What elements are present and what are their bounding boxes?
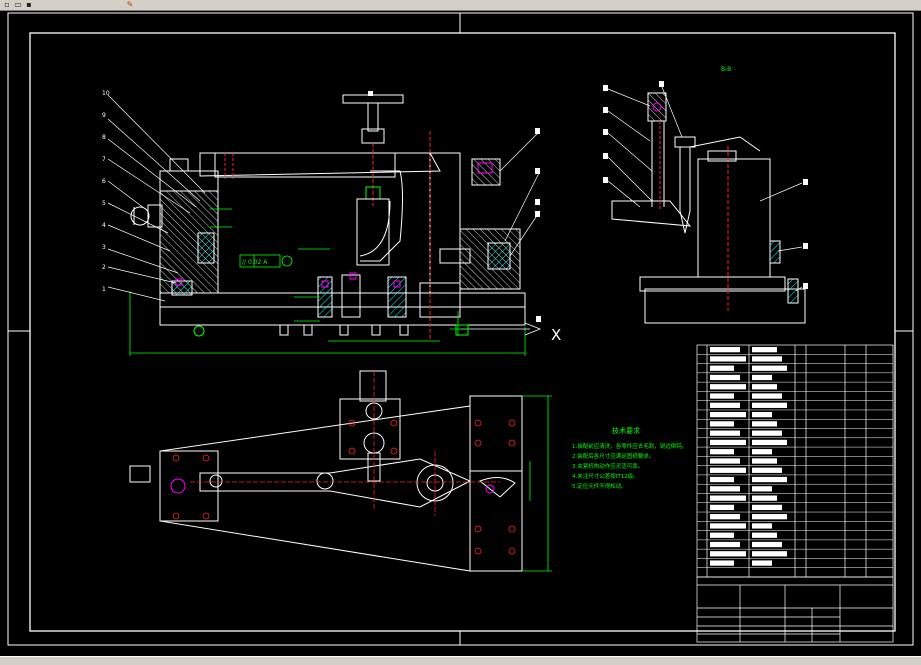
callout-6: 6 (102, 178, 106, 185)
parts-row-text-mark (752, 393, 782, 399)
note-line-4: 4.未注尺寸公差按IT12级。 (572, 472, 639, 480)
section-view (611, 92, 806, 324)
parts-row-text-mark (752, 374, 772, 381)
callout-leaders (107, 94, 541, 302)
parts-row-text-mark (752, 504, 782, 511)
parts-row-text-mark (710, 532, 734, 538)
parts-row-text-mark (710, 476, 734, 483)
parts-row-text-mark (710, 551, 746, 557)
section-view-leaders (607, 86, 803, 292)
note-line-5: 5.定位元件不得松动。 (572, 482, 627, 490)
notes-title: 技术要求 (612, 426, 640, 435)
parts-row-text-mark (752, 439, 787, 446)
parts-row-text-mark (710, 430, 740, 436)
title-block (696, 576, 894, 643)
parts-row-text-mark (752, 495, 777, 501)
note-line-2: 2.装配后各尺寸应满足图纸要求。 (572, 452, 654, 460)
callout-5: 5 (102, 200, 106, 207)
parts-row-text-mark (710, 347, 740, 353)
parts-list-rows (697, 347, 893, 568)
parts-row-text-mark (752, 523, 772, 529)
top-view-dimensions (522, 395, 552, 572)
parts-row-text-mark (752, 532, 777, 538)
parts-row-text-mark (752, 551, 787, 557)
section-view-label: B-B (721, 66, 731, 73)
toolbar: ▫ ▭ ▪ ✎ (0, 0, 921, 11)
callout-7: 7 (102, 156, 106, 163)
parts-row-text-mark (752, 486, 772, 492)
parts-row-text-mark (710, 504, 734, 511)
parts-row-text-mark (710, 365, 734, 371)
parts-row-text-mark (710, 384, 746, 390)
parts-row-text-mark (710, 356, 746, 362)
parts-row-text-mark (752, 411, 772, 418)
parts-row-text-mark (752, 458, 777, 464)
parts-row-text-mark (710, 523, 746, 529)
parts-row-text-mark (752, 476, 787, 483)
section-view-tags (603, 81, 808, 289)
callout-10: 10 (102, 90, 110, 97)
parts-row-text-mark (710, 449, 734, 455)
parts-row-text-mark (752, 421, 777, 427)
top-view-bolt-holes (172, 419, 516, 555)
drawing-frame (7, 12, 914, 646)
parts-row-text-mark (752, 430, 782, 436)
parts-row-text-mark (710, 486, 740, 492)
parts-row-text-mark (752, 384, 777, 390)
save-icon[interactable]: ▪ (26, 0, 32, 9)
x-axis-label: X (551, 326, 561, 344)
front-view-dimensions (129, 208, 526, 356)
parts-row-text-mark (710, 458, 740, 464)
parts-row-text-mark (710, 374, 740, 381)
parts-row-text-mark (752, 365, 787, 371)
parts-list-table (696, 344, 894, 578)
callout-8: 8 (102, 134, 106, 141)
brush-icon[interactable]: ✎ (126, 0, 134, 9)
callout-4: 4 (102, 222, 106, 229)
front-view (130, 94, 526, 341)
parts-row-text-mark (752, 560, 772, 566)
callout-9: 9 (102, 112, 106, 119)
front-view-tags (368, 91, 541, 322)
technical-notes: 技术要求 1.装配前应清洗，各零件应去毛刺，锐边倒钝。 2.装配后各尺寸应满足图… (572, 426, 687, 490)
parts-row-text-mark (710, 402, 740, 408)
callout-1: 1 (102, 286, 106, 293)
callout-2: 2 (102, 264, 106, 271)
cad-drawing-canvas[interactable]: 10 9 8 7 6 5 4 3 2 1 // 0.02 A X (0, 11, 921, 656)
parts-row-text-mark (710, 514, 740, 520)
top-view (129, 370, 523, 572)
parts-row-text-mark (752, 402, 787, 408)
note-line-3: 3.夹紧机构动作应灵活可靠。 (572, 462, 643, 470)
parts-row-text-mark (752, 467, 782, 473)
parts-row-text-mark (710, 560, 734, 566)
x-axis-marker: X (450, 311, 561, 344)
parts-row-text-mark (710, 541, 740, 548)
parts-row-text-mark (752, 541, 782, 548)
tolerance-frame: // 0.02 A (242, 259, 268, 266)
parts-row-text-mark (710, 393, 734, 399)
datum-marker (193, 325, 205, 337)
new-file-icon[interactable]: ▫ (4, 0, 10, 9)
parts-row-text-mark (710, 421, 734, 427)
front-view-callouts: 10 9 8 7 6 5 4 3 2 1 // 0.02 A (102, 90, 268, 293)
parts-row-text-mark (752, 449, 772, 455)
parts-row-text-mark (752, 347, 777, 353)
top-view-centerlines (190, 371, 500, 516)
callout-3: 3 (102, 244, 106, 251)
parts-row-text-mark (710, 467, 746, 473)
parts-row-text-mark (752, 514, 787, 520)
parts-row-text-mark (710, 439, 746, 446)
parts-row-text-mark (710, 411, 746, 418)
parts-row-text-mark (752, 356, 782, 362)
note-line-1: 1.装配前应清洗，各零件应去毛刺，锐边倒钝。 (572, 442, 687, 450)
open-folder-icon[interactable]: ▭ (14, 0, 22, 9)
status-bar (0, 656, 921, 665)
parts-row-text-mark (710, 495, 746, 501)
